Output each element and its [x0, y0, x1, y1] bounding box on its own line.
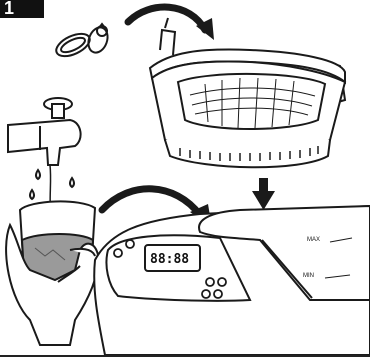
down-arrow-icon	[252, 178, 275, 210]
max-level-label: MAX	[307, 237, 320, 243]
display-screen: 88:88	[145, 245, 200, 271]
display-digits: 88:88	[150, 252, 189, 267]
panel-button-5[interactable]	[202, 290, 210, 298]
panel-button-3[interactable]	[206, 278, 214, 286]
panel-button-6[interactable]	[214, 290, 222, 298]
min-level-label: MIN	[303, 273, 314, 279]
panel-button-2[interactable]	[126, 240, 134, 248]
curved-arrow-icon	[128, 7, 205, 30]
basket-icon	[150, 18, 345, 167]
curved-arrow-icon-2	[102, 189, 200, 215]
panel-button-4[interactable]	[218, 278, 226, 286]
ultrasonic-cleaner-icon	[94, 206, 370, 355]
panel-button-1[interactable]	[114, 249, 122, 257]
rings-icon	[53, 24, 111, 61]
faucet-icon	[8, 98, 81, 199]
